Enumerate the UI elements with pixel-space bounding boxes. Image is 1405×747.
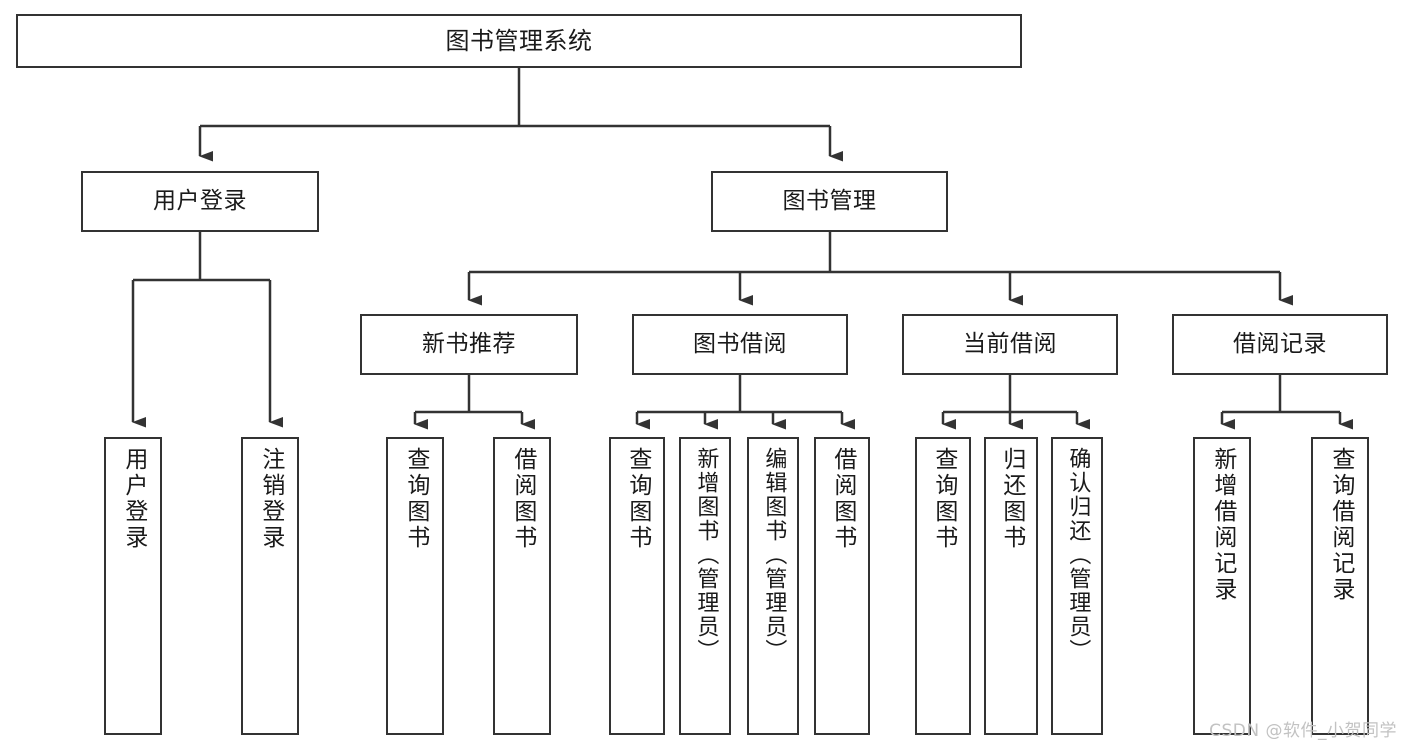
node-label: 归还图书 [998,447,1025,551]
leaf-query-book-recommend[interactable]: 查询图书 [386,437,444,735]
node-label: 确认归还（管理员） [1065,447,1091,663]
leaf-borrow-book[interactable]: 借阅图书 [814,437,870,735]
watermark-text: CSDN @软件_小贺同学 [1209,721,1397,741]
node-label: 用户登录 [120,447,147,551]
node-label: 查询图书 [402,447,429,551]
node-label: 用户登录 [153,187,247,214]
leaf-add-book-admin[interactable]: 新增图书（管理员） [679,437,731,735]
leaf-return-book[interactable]: 归还图书 [984,437,1038,735]
leaf-query-book-borrow[interactable]: 查询图书 [609,437,665,735]
node-label: 图书借阅 [693,330,787,357]
node-label: 查询图书 [930,447,957,551]
leaf-borrow-book-recommend[interactable]: 借阅图书 [493,437,551,735]
node-root-system[interactable]: 图书管理系统 [16,14,1022,68]
node-borrow-record[interactable]: 借阅记录 [1172,314,1388,375]
node-label: 注销登录 [257,447,284,551]
node-label: 当前借阅 [963,330,1057,357]
node-book-management[interactable]: 图书管理 [711,171,948,232]
leaf-edit-book-admin[interactable]: 编辑图书（管理员） [747,437,799,735]
leaf-query-borrow-record[interactable]: 查询借阅记录 [1311,437,1369,735]
node-label: 编辑图书（管理员） [761,447,787,663]
node-label: 新书推荐 [422,330,516,357]
node-user-login[interactable]: 用户登录 [81,171,319,232]
leaf-confirm-return-admin[interactable]: 确认归还（管理员） [1051,437,1103,735]
leaf-logout[interactable]: 注销登录 [241,437,299,735]
node-label: 图书管理 [782,187,877,214]
node-label: 查询图书 [624,447,651,551]
node-label: 借阅记录 [1233,330,1327,357]
node-new-book-recommend[interactable]: 新书推荐 [360,314,578,375]
node-label: 图书管理系统 [445,26,593,55]
node-current-borrow[interactable]: 当前借阅 [902,314,1118,375]
leaf-user-login[interactable]: 用户登录 [104,437,162,735]
leaf-query-book-current[interactable]: 查询图书 [915,437,971,735]
node-book-borrow[interactable]: 图书借阅 [632,314,848,375]
node-label: 查询借阅记录 [1327,447,1354,603]
leaf-add-borrow-record[interactable]: 新增借阅记录 [1193,437,1251,735]
node-label: 借阅图书 [829,447,856,551]
node-label: 新增借阅记录 [1209,447,1236,603]
node-label: 新增图书（管理员） [693,447,719,663]
node-label: 借阅图书 [509,447,536,551]
